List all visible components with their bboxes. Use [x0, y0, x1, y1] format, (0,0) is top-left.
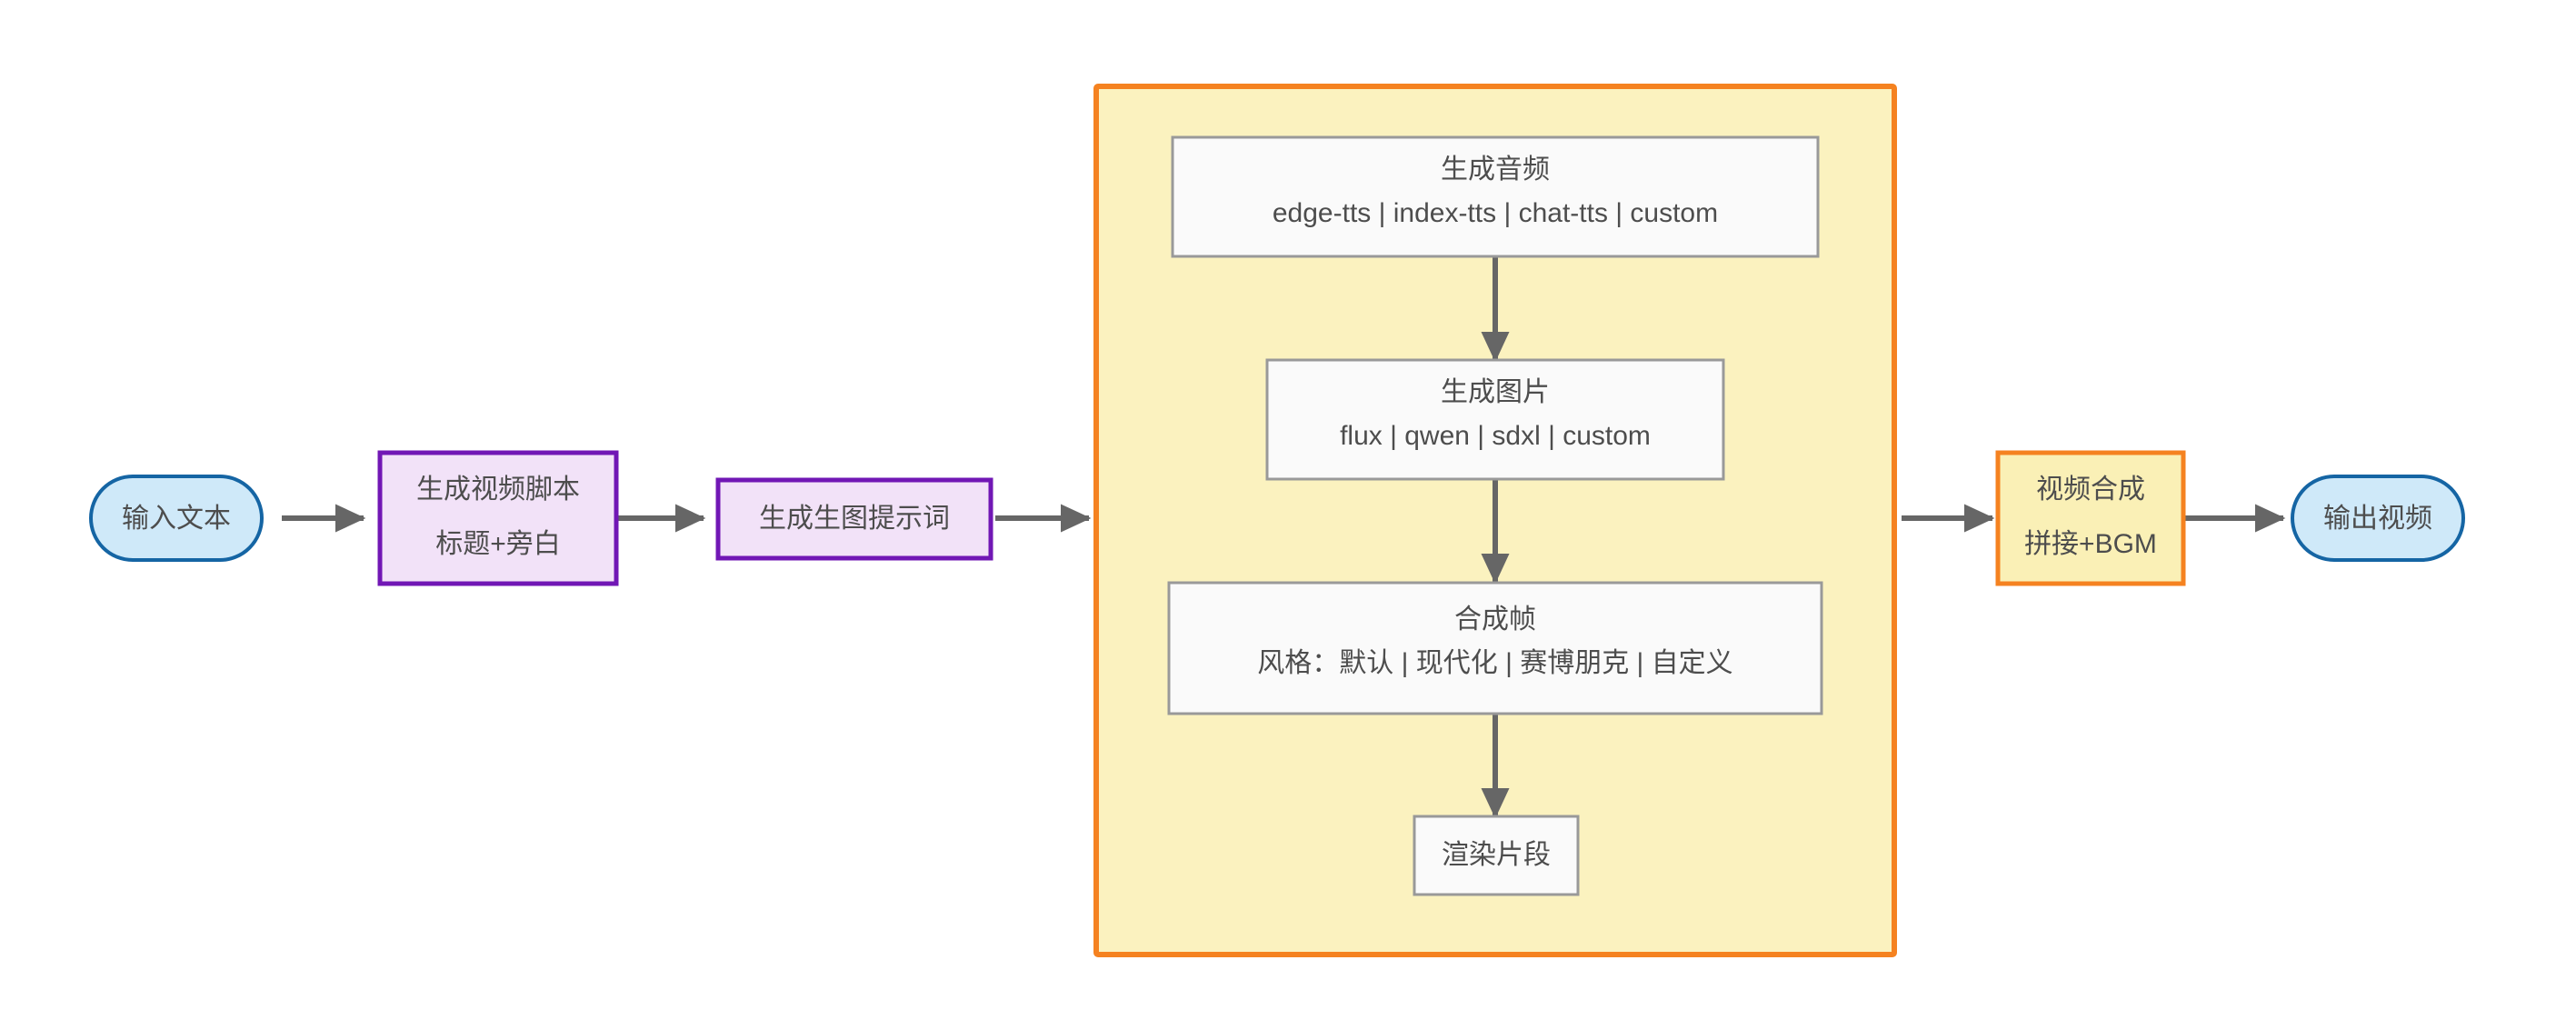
node-compose-frame-line2: 风格：默认 | 现代化 | 赛博朋克 | 自定义 [1257, 648, 1732, 678]
node-video-merge-line1: 视频合成 [2036, 475, 2145, 505]
node-generate-prompt[interactable]: 生成生图提示词 [715, 477, 993, 561]
node-generate-script-line1: 生成视频脚本 [416, 475, 580, 505]
node-generate-audio-line1: 生成音频 [1441, 155, 1550, 185]
node-generate-audio-line2: edge-tts | index-tts | chat-tts | custom [1273, 198, 1718, 228]
node-compose-frame[interactable]: 合成帧 风格：默认 | 现代化 | 赛博朋克 | 自定义 [1167, 581, 1823, 715]
node-input-text-label: 输入文本 [122, 504, 231, 534]
node-generate-prompt-label: 生成生图提示词 [759, 504, 950, 534]
node-render-clip[interactable]: 渲染片段 [1413, 815, 1580, 896]
node-video-merge[interactable]: 视频合成 拼接+BGM [1995, 450, 2186, 586]
node-generate-script-line2: 标题+旁白 [435, 529, 561, 559]
node-video-merge-line2: 拼接+BGM [2024, 529, 2157, 559]
node-output-video[interactable]: 输出视频 [2291, 475, 2465, 562]
node-generate-image-line1: 生成图片 [1441, 377, 1550, 407]
node-input-text[interactable]: 输入文本 [89, 475, 264, 562]
node-output-video-label: 输出视频 [2323, 504, 2432, 534]
node-generate-image[interactable]: 生成图片 flux | qwen | sdxl | custom [1265, 358, 1725, 481]
node-generate-script[interactable]: 生成视频脚本 标题+旁白 [377, 450, 619, 586]
node-generate-image-line2: flux | qwen | sdxl | custom [1340, 421, 1651, 451]
node-generate-audio[interactable]: 生成音频 edge-tts | index-tts | chat-tts | c… [1171, 135, 1820, 258]
node-render-clip-label: 渲染片段 [1442, 840, 1551, 870]
node-compose-frame-line1: 合成帧 [1454, 605, 1536, 635]
